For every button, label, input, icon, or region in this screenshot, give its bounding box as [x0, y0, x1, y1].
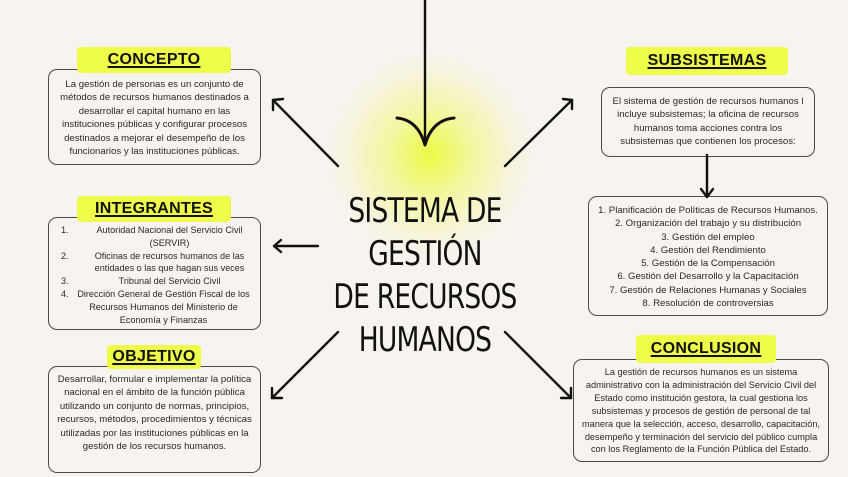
- arrow-head-integrantes-icon: [272, 238, 283, 254]
- conclusion-text: La gestión de recursos humanos es un sis…: [582, 367, 820, 455]
- process-item: 3. Gestión del empleo: [661, 231, 755, 243]
- process-item: 7. Gestión de Relaciones Humanas y Socia…: [609, 284, 807, 296]
- subsistemas-label: SUBSISTEMAS: [626, 47, 788, 75]
- arrow-to-objetivo: [270, 330, 340, 400]
- integrantes-label: INTEGRANTES: [77, 196, 231, 222]
- top-arrow-head-icon: [395, 116, 456, 147]
- process-item: 6. Gestión del Desarrollo y la Capacitac…: [617, 271, 799, 283]
- objetivo-label: OBJETIVO: [107, 345, 201, 369]
- conclusion-label: CONCLUSION: [636, 335, 776, 363]
- title-line-3: HUMANOS: [358, 320, 492, 360]
- arrow-head-concepto-icon: [271, 97, 285, 112]
- objetivo-text: Desarrollar, formular e implementar la p…: [57, 374, 252, 453]
- arrow-to-subsistemas: [503, 98, 574, 168]
- process-item: 8. Resolución de controversias: [642, 298, 774, 310]
- arrow-head-subsistemas-icon: [561, 97, 574, 111]
- title-line-2: DE RECURSOS: [333, 277, 517, 317]
- integrantes-list: 1. Autoridad Nacional del Servicio Civil…: [51, 224, 258, 326]
- processes-box: 1. Planificación de Políticas de Recurso…: [588, 196, 828, 316]
- center-glow: [330, 55, 530, 255]
- integrantes-item: 2. Oficinas de recursos humanos de las e…: [61, 250, 245, 274]
- integrantes-box: 1. Autoridad Nacional del Servicio Civil…: [48, 217, 261, 330]
- concepto-label: CONCEPTO: [77, 47, 231, 73]
- concepto-text: La gestión de personas es un conjunto de…: [60, 79, 249, 158]
- arrow-head-conclusion-icon: [559, 386, 573, 400]
- integrantes-item: 1. Autoridad Nacional del Servicio Civil…: [61, 225, 243, 248]
- integrantes-item: 3. Tribunal del Servicio Civil: [61, 276, 221, 287]
- arrow-head-objetivo-icon: [270, 386, 284, 400]
- concepto-box: La gestión de personas es un conjunto de…: [48, 69, 261, 165]
- conclusion-box: La gestión de recursos humanos es un sis…: [573, 359, 829, 462]
- arrow-to-conclusion: [503, 330, 573, 400]
- central-title: SISTEMA DE GESTIÓN DE RECURSOS HUMANOS: [320, 190, 531, 362]
- process-item: 1. Planificación de Políticas de Recurso…: [598, 205, 818, 216]
- process-item: 5. Gestión de la Compensación: [641, 258, 775, 270]
- process-item: 2. Organización del trabajo y su distrib…: [614, 218, 802, 230]
- integrantes-item: 4. Dirección General de Gestión Fiscal d…: [61, 288, 250, 325]
- subsistemas-box: El sistema de gestión de recursos humano…: [601, 87, 815, 157]
- arrow-to-concepto: [271, 98, 340, 168]
- subsistemas-arrow-head-icon: [699, 187, 715, 199]
- process-item: 4. Gestión del Rendimiento: [650, 244, 766, 256]
- title-line-1: SISTEMA DE GESTIÓN: [348, 191, 502, 274]
- subsistemas-text: El sistema de gestión de recursos humano…: [612, 96, 804, 148]
